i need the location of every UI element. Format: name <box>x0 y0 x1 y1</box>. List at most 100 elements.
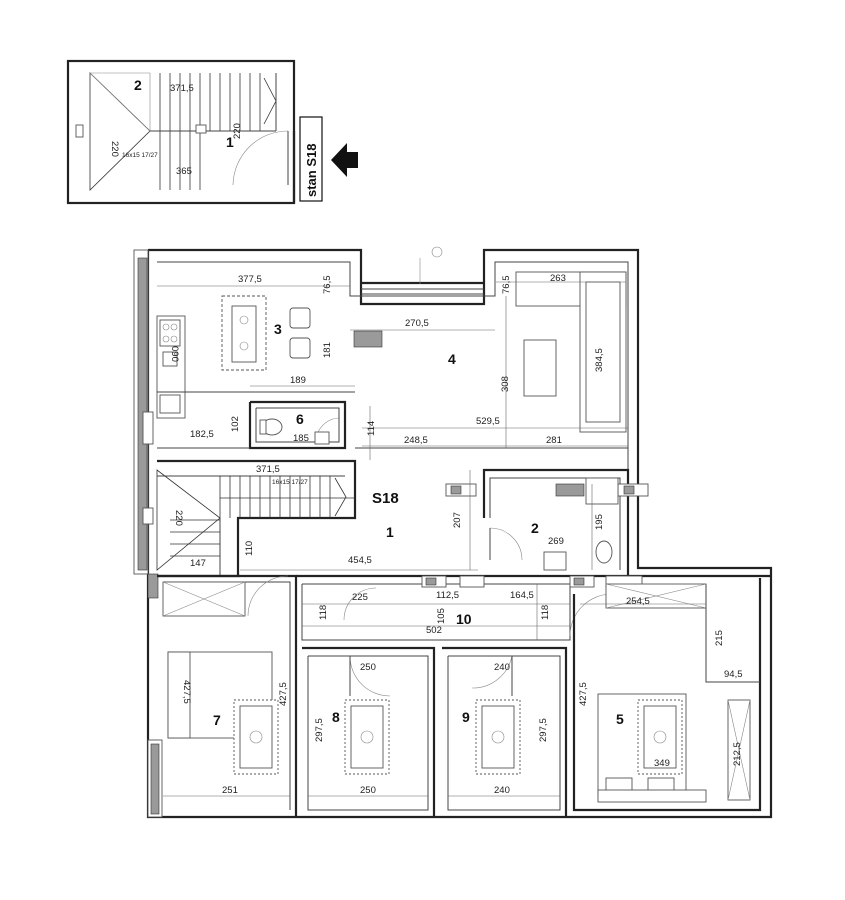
dim-room3-181: 181 <box>322 342 333 358</box>
dim-room8-297-5: 297,5 <box>314 718 325 742</box>
washbasin-room2 <box>543 551 567 571</box>
dim-room2-269: 269 <box>548 536 564 547</box>
key-dim-371-5: 371,5 <box>170 83 194 94</box>
fireplace-block <box>353 330 383 348</box>
room8-walls <box>302 646 436 817</box>
room-number-1: 1 <box>386 524 394 540</box>
key-room-2-number: 2 <box>134 77 142 93</box>
dim-room9-297-5: 297,5 <box>538 718 549 742</box>
dim-left-182-5: 182,5 <box>190 429 214 440</box>
room2-walls <box>482 468 630 576</box>
key-plan-stair-arrow <box>263 77 277 125</box>
room-number-8: 8 <box>332 709 340 725</box>
dim-left-110: 110 <box>244 541 255 556</box>
main-stairs <box>156 459 357 578</box>
dim-corr-112-5: 112,5 <box>436 590 459 601</box>
dim-corr-502: 502 <box>426 625 442 636</box>
dim-room7-251: 251 <box>222 785 238 796</box>
room7-walls <box>157 574 298 817</box>
dim-top-76-5-b: 76,5 <box>501 276 512 295</box>
key-plan-wall-bottom-tag <box>195 124 207 134</box>
dim-top-377-5: 377,5 <box>238 274 262 285</box>
dim-room7-427-5-a: 427,5 <box>181 680 192 704</box>
key-plan: 2 1 371,5 220 220 365 16x15 17/27 stan S… <box>66 59 358 205</box>
dim-room3-189: 189 <box>290 375 306 386</box>
dim-room9-240-bottom: 240 <box>494 785 510 796</box>
key-dim-220-b: 220 <box>232 123 243 139</box>
toilet-room2 <box>595 540 613 564</box>
key-dim-220-a: 220 <box>109 141 120 157</box>
left-wall-tag-1 <box>142 411 154 445</box>
dim-top-270-5: 270,5 <box>405 318 429 329</box>
room-number-2: 2 <box>531 520 539 536</box>
sofa <box>515 271 627 433</box>
dim-left-147: 147 <box>190 558 206 569</box>
room-number-7: 7 <box>213 712 221 728</box>
main-stair-note: 16x15 17/27 <box>272 479 308 486</box>
dim-room3-090: 090 <box>169 346 180 362</box>
shower-tray <box>585 477 619 505</box>
room-number-9: 9 <box>462 709 470 725</box>
dining-table <box>221 295 311 371</box>
dim-room4-281: 281 <box>546 435 562 446</box>
dim-hall-207: 207 <box>452 512 463 528</box>
room-number-4: 4 <box>448 351 456 367</box>
key-plan-stair-treads <box>159 73 261 190</box>
dim-room8-250-top: 250 <box>360 662 376 673</box>
dim-room5-349: 349 <box>654 758 670 769</box>
dim-room6-185: 185 <box>293 433 309 444</box>
left-wall-tag-2 <box>142 507 154 525</box>
outer-wall-main <box>146 248 773 819</box>
corridor-tag-b <box>459 575 485 588</box>
dim-room5-427-5: 427,5 <box>578 682 589 706</box>
dim-corr-118-a: 118 <box>318 605 329 620</box>
dim-room6-114: 114 <box>366 421 377 436</box>
left-exterior-wall-lower <box>147 573 159 599</box>
key-dim-365: 365 <box>176 166 192 177</box>
dim-top-76-5-a: 76,5 <box>322 276 333 295</box>
key-plan-door-arc <box>232 130 289 186</box>
dim-corr-105: 105 <box>436 608 447 624</box>
apartment-label: stan S18 <box>304 144 319 197</box>
dim-room5-94-5: 94,5 <box>724 669 743 680</box>
key-plan-wall-left-tag <box>75 124 84 138</box>
dim-room4-248-5: 248,5 <box>404 435 428 446</box>
room-number-10: 10 <box>456 611 472 627</box>
dim-room5-215: 215 <box>714 630 725 646</box>
key-plan-landing-triangle <box>89 72 151 132</box>
room-number-6: 6 <box>296 411 304 427</box>
dim-room5-212-5: 212,5 <box>732 742 743 766</box>
dim-room4-529-5: 529,5 <box>476 416 500 427</box>
entrance-arrow-icon <box>331 143 358 177</box>
dim-room8-250-bottom: 250 <box>360 785 376 796</box>
apartment-label-box <box>299 116 323 202</box>
main-plan: 3 4 6 S18 1 2 10 7 8 9 5 16x15 17/27 377… <box>133 246 773 819</box>
dimension-lines <box>157 281 706 797</box>
room-number-5: 5 <box>616 711 624 727</box>
room-number-3: 3 <box>274 321 282 337</box>
dim-room6-102: 102 <box>230 416 241 432</box>
balcony-window <box>361 246 484 295</box>
dim-room7-427-5-b: 427,5 <box>278 682 289 706</box>
bath-window-hatch <box>555 483 585 497</box>
dim-room4-384-5: 384,5 <box>594 348 605 372</box>
key-room-1-number: 1 <box>226 134 234 150</box>
dim-room9-240-top: 240 <box>494 662 510 673</box>
dim-corr-164-5: 164,5 <box>510 590 534 601</box>
kitchen-counter <box>156 315 186 419</box>
dim-left-220: 220 <box>173 510 184 526</box>
dim-room2-195: 195 <box>594 514 605 530</box>
room6-walls <box>248 400 347 450</box>
dim-top-263: 263 <box>550 273 566 284</box>
key-stair-note: 16x15 17/27 <box>122 152 158 159</box>
dim-corr-118-b: 118 <box>540 605 551 620</box>
dim-room4-308: 308 <box>500 376 511 392</box>
coffee-table <box>523 339 557 397</box>
dim-room5-254-5: 254,5 <box>626 596 650 607</box>
room5-walls <box>572 578 762 812</box>
dim-corr-225: 225 <box>352 592 368 603</box>
room9-walls <box>442 646 568 817</box>
dim-left-371-5: 371,5 <box>256 464 280 475</box>
dim-hall-454-5: 454,5 <box>348 555 372 566</box>
